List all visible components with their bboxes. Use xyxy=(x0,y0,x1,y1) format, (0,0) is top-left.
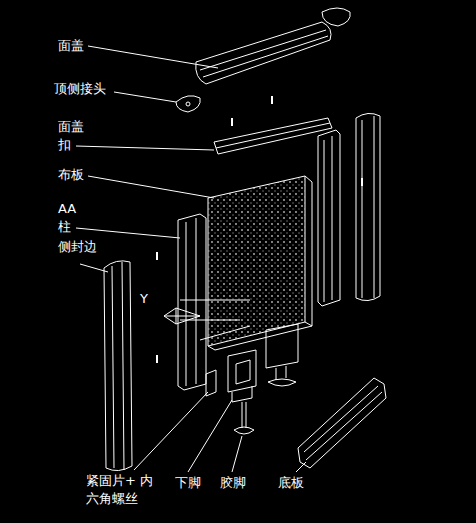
right-side-seal xyxy=(356,113,380,300)
cover-clip xyxy=(214,118,332,154)
part-label: 紧固片+ 内六角螺丝 xyxy=(86,472,156,508)
base-plate xyxy=(298,378,386,468)
lower-foot xyxy=(228,350,256,402)
right-post xyxy=(318,130,340,306)
foot xyxy=(266,324,298,386)
face-cover xyxy=(196,22,331,84)
part-label: 顶侧接头 xyxy=(54,80,106,98)
part-label: AA 柱 xyxy=(58,200,88,236)
side-seal xyxy=(104,261,132,471)
part-label: 下脚 xyxy=(175,474,201,492)
part-label: 胶脚 xyxy=(220,474,246,492)
corner-joint xyxy=(322,8,350,26)
leader-lines xyxy=(76,46,306,472)
top-side-joint xyxy=(176,96,200,112)
rubber-foot xyxy=(234,402,254,434)
part-label: 布板 xyxy=(58,166,84,184)
aa-post xyxy=(178,214,206,390)
part-label: 面盖 扣 xyxy=(58,118,88,154)
part-label: 面盖 xyxy=(58,37,84,55)
part-label: 侧封边 xyxy=(58,238,97,256)
part-label: 底板 xyxy=(278,474,304,492)
axis-label: Y xyxy=(140,290,148,308)
